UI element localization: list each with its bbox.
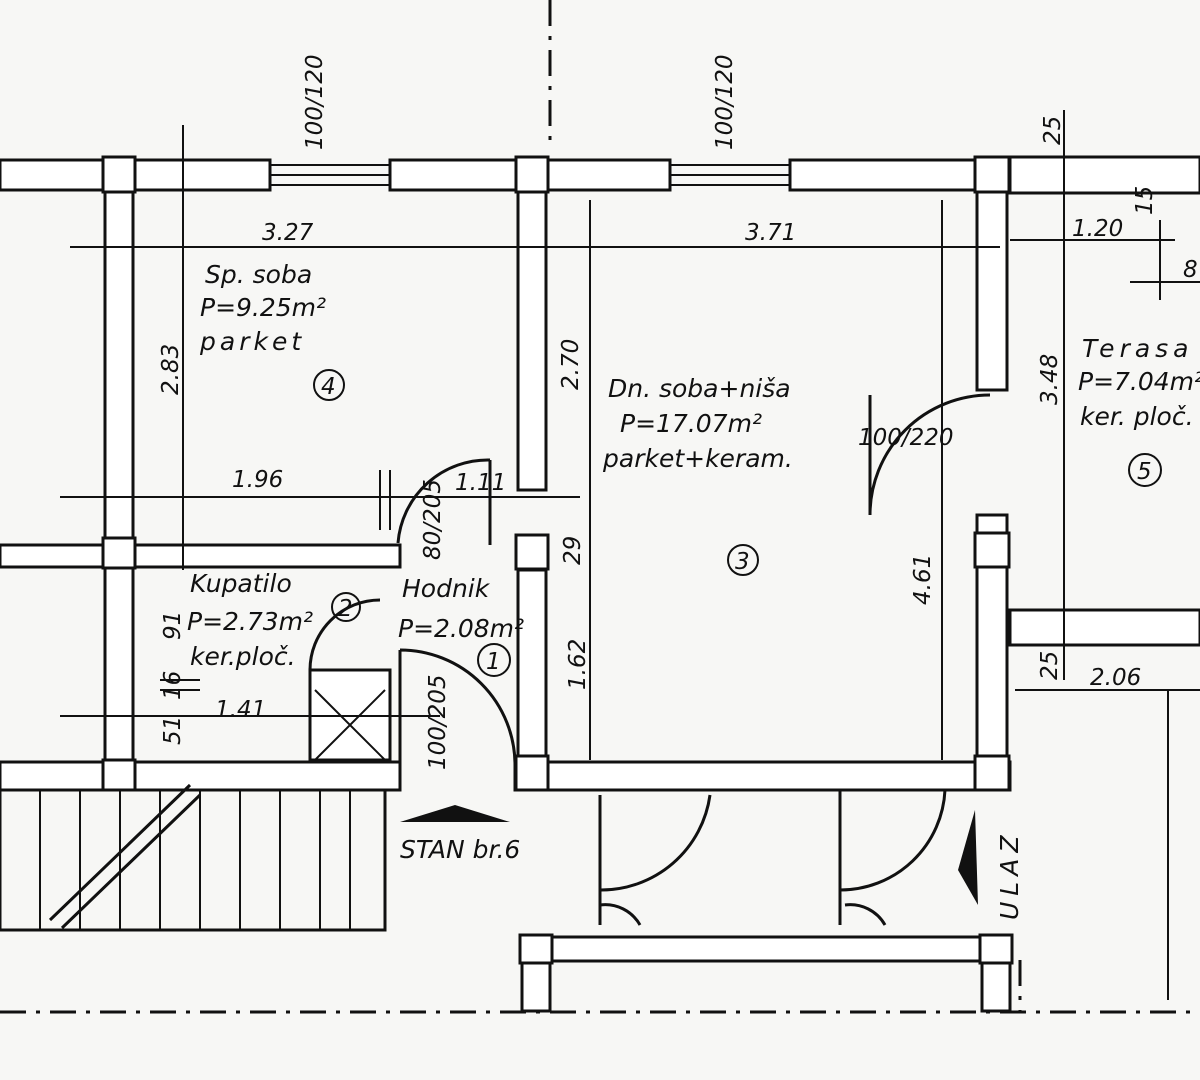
room-name: Terasa bbox=[1082, 334, 1194, 363]
room-number: 1 bbox=[486, 649, 501, 675]
dimension-label: 25 bbox=[1037, 651, 1063, 680]
dimension-label: 3.27 bbox=[262, 220, 314, 246]
room-name: Hodnik bbox=[402, 574, 491, 603]
staircase bbox=[0, 689, 387, 932]
door-label: 100/205 bbox=[425, 674, 451, 770]
door-label: 100/220 bbox=[858, 425, 954, 451]
room-name: Dn. soba+niša bbox=[608, 374, 791, 403]
dimension-label: 1.41 bbox=[215, 697, 266, 723]
doors bbox=[308, 393, 991, 926]
dimension-label: 2.06 bbox=[1090, 665, 1141, 691]
room-5: Terasa P=7.04m² ker. ploč. 5 bbox=[1078, 334, 1200, 487]
room-number: 5 bbox=[1137, 459, 1152, 485]
dimension-label: 1.11 bbox=[455, 470, 506, 496]
room-number: 2 bbox=[338, 596, 353, 622]
windows bbox=[270, 164, 790, 186]
room-floor: ker. ploč. bbox=[1080, 402, 1194, 431]
room-floor: parket bbox=[199, 327, 305, 356]
boundary-lines bbox=[0, 0, 1200, 1014]
room-2: Kupatilo P=2.73m² ker.ploč. 2 bbox=[187, 569, 361, 671]
room-area: P=2.08m² bbox=[398, 614, 524, 643]
window-label: 100/120 bbox=[302, 54, 328, 150]
window-label: 100/120 bbox=[712, 54, 738, 150]
dimension-label: 51 bbox=[160, 716, 186, 745]
room-floor: ker.ploč. bbox=[190, 642, 296, 671]
room-area: P=7.04m² bbox=[1078, 367, 1200, 396]
dimension-label: 3.48 bbox=[1037, 354, 1063, 405]
dimension-label: 3.71 bbox=[745, 220, 796, 246]
room-3: Dn. soba+niša P=17.07m² parket+keram. 3 bbox=[602, 374, 793, 576]
columns bbox=[101, 155, 1014, 965]
dimension-label: 1.20 bbox=[1072, 216, 1123, 242]
room-1: Hodnik P=2.08m² 1 bbox=[398, 574, 524, 677]
dimension-label: 2.83 bbox=[158, 344, 184, 395]
entrance-label: ULAZ bbox=[995, 830, 1024, 920]
apartment-title: STAN br.6 bbox=[400, 835, 520, 864]
room-area: P=17.07m² bbox=[620, 409, 762, 438]
dimension-label: 91 bbox=[160, 611, 186, 640]
room-floor: parket+keram. bbox=[602, 444, 793, 473]
dimension-label: 15 bbox=[1132, 186, 1158, 215]
room-number: 3 bbox=[735, 549, 750, 575]
room-area: P=9.25m² bbox=[200, 293, 326, 322]
room-name: Kupatilo bbox=[190, 569, 292, 598]
dimension-labels: 3.27 3.71 2.83 2.70 1.96 1.11 29 1.62 4.… bbox=[158, 116, 1198, 745]
dimension-label: 25 bbox=[1040, 116, 1066, 145]
door-label: 80/205 bbox=[420, 479, 446, 560]
dimension-label: 16 bbox=[160, 671, 186, 700]
dimension-lines bbox=[60, 110, 1200, 1000]
dimension-label: 29 bbox=[560, 536, 586, 565]
dimension-label: 1.96 bbox=[232, 467, 283, 493]
room-name: Sp. soba bbox=[205, 260, 312, 289]
dimension-label: 2.70 bbox=[558, 339, 584, 390]
dimension-label: 1.62 bbox=[565, 639, 591, 690]
dimension-label: 4.61 bbox=[910, 554, 936, 605]
room-area: P=2.73m² bbox=[187, 607, 313, 636]
room-4: Sp. soba P=9.25m² parket 4 bbox=[199, 260, 345, 401]
room-number: 4 bbox=[321, 374, 336, 400]
dimension-label: 8 bbox=[1183, 257, 1198, 283]
